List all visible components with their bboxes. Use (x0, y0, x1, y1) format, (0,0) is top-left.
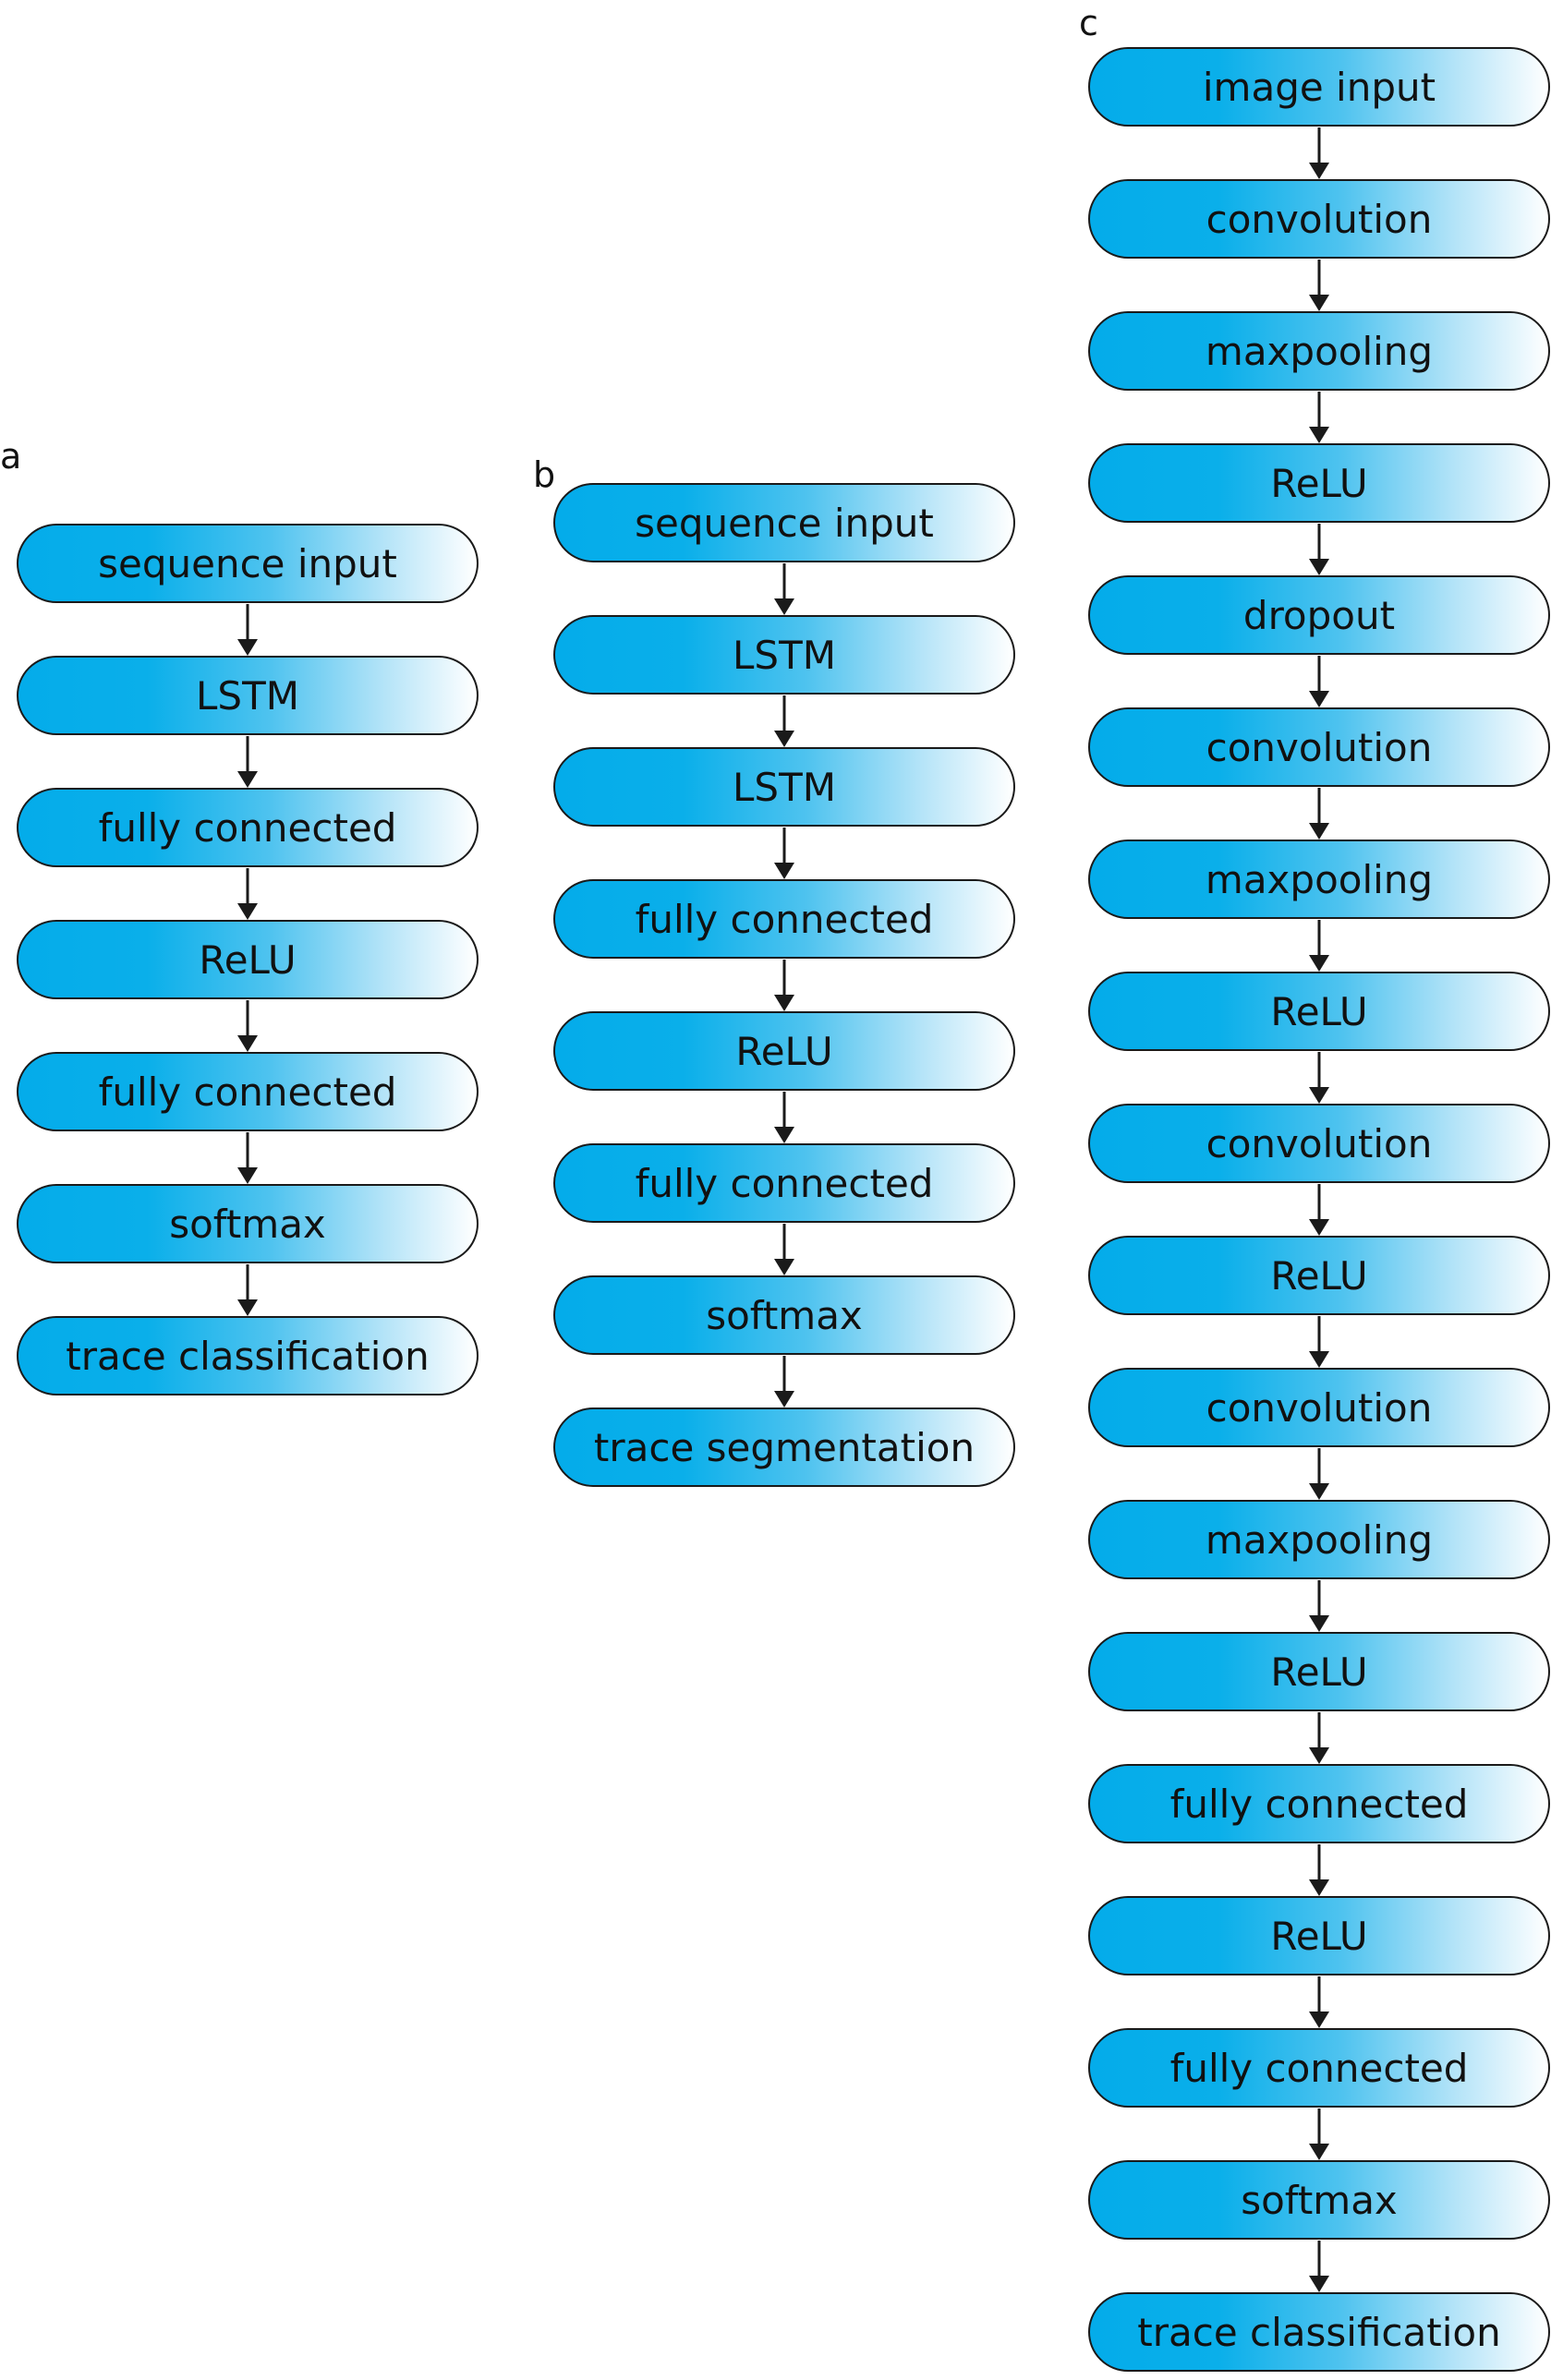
layer-node: trace classification (1088, 2292, 1550, 2372)
layer-node: convolution (1088, 1368, 1550, 1447)
arrow-head (237, 1167, 258, 1184)
arrow-head (1309, 163, 1329, 179)
layer-node: softmax (17, 1184, 479, 1263)
layer-node: convolution (1088, 179, 1550, 259)
arrow-head (1309, 427, 1329, 443)
arrow-head (1309, 1879, 1329, 1896)
arrow-head (1309, 1087, 1329, 1104)
flow-arrow (237, 1000, 258, 1052)
layer-node: softmax (553, 1275, 1015, 1355)
flow-arrow (1309, 1184, 1329, 1236)
flow-arrow (774, 563, 794, 615)
flow-arrow (1309, 127, 1329, 179)
flow-arrow (1309, 260, 1329, 311)
layer-node: LSTM (553, 747, 1015, 827)
flow-arrow (1309, 392, 1329, 443)
layer-node: fully connected (17, 788, 479, 867)
layer-node: ReLU (1088, 1236, 1550, 1315)
layer-node: maxpooling (1088, 840, 1550, 919)
flow-arrow (774, 960, 794, 1011)
layer-node: LSTM (553, 615, 1015, 695)
flow-arrow (1309, 1580, 1329, 1632)
layer-node: dropout (1088, 575, 1550, 655)
panel-label: a (0, 436, 22, 477)
layer-node: ReLU (1088, 972, 1550, 1051)
arrow-head (1309, 1615, 1329, 1632)
arrow-head (1309, 1219, 1329, 1236)
flow-arrow (1309, 656, 1329, 707)
flow-arrow (1309, 788, 1329, 840)
arrow-head (1309, 1747, 1329, 1764)
layer-node: convolution (1088, 707, 1550, 787)
flow-arrow (1309, 1976, 1329, 2028)
arrow-head (1309, 559, 1329, 575)
layer-node: ReLU (1088, 443, 1550, 523)
layer-node: maxpooling (1088, 311, 1550, 391)
flow-arrow (237, 1264, 258, 1316)
flow-arrow (1309, 2108, 1329, 2160)
flow-arrow (1309, 1316, 1329, 1368)
flow-arrow (774, 1356, 794, 1407)
layer-node: trace classification (17, 1316, 479, 1395)
flow-arrow (237, 736, 258, 788)
layer-node: sequence input (17, 524, 479, 603)
arrow-head (237, 639, 258, 656)
arrow-head (1309, 2012, 1329, 2028)
arrow-head (774, 995, 794, 1011)
flow-arrow (774, 828, 794, 879)
layer-node: sequence input (553, 483, 1015, 562)
layer-node: convolution (1088, 1104, 1550, 1183)
layer-node: softmax (1088, 2160, 1550, 2240)
flow-arrow (1309, 524, 1329, 575)
layer-node: trace segmentation (553, 1407, 1015, 1487)
arrow-head (1309, 955, 1329, 972)
flow-arrow (237, 868, 258, 920)
arrow-head (1309, 823, 1329, 840)
arrow-head (774, 1391, 794, 1407)
layer-node: ReLU (1088, 1896, 1550, 1975)
arrow-head (774, 863, 794, 879)
arrow-head (237, 903, 258, 920)
layer-node: ReLU (553, 1011, 1015, 1091)
arrow-head (1309, 295, 1329, 311)
flow-arrow (774, 1092, 794, 1143)
panel-label: c (1079, 3, 1098, 43)
flow-arrow (1309, 920, 1329, 972)
flow-arrow (1309, 1448, 1329, 1500)
arrow-head (774, 731, 794, 747)
layer-node: fully connected (553, 1143, 1015, 1223)
arrow-head (1309, 2144, 1329, 2160)
flow-arrow (1309, 1052, 1329, 1104)
arrow-head (1309, 1351, 1329, 1368)
arrow-head (1309, 691, 1329, 707)
arrow-head (774, 1127, 794, 1143)
layer-node: fully connected (17, 1052, 479, 1131)
flow-arrow (237, 604, 258, 656)
arrow-head (1309, 2276, 1329, 2292)
layer-node: ReLU (17, 920, 479, 999)
arrow-head (774, 598, 794, 615)
flow-arrow (1309, 1844, 1329, 1896)
panel-label: b (533, 454, 556, 495)
arrow-head (774, 1259, 794, 1275)
flow-arrow (237, 1132, 258, 1184)
layer-node: ReLU (1088, 1632, 1550, 1711)
layer-node: maxpooling (1088, 1500, 1550, 1579)
arrow-head (237, 771, 258, 788)
layer-node: fully connected (553, 879, 1015, 959)
layer-node: fully connected (1088, 1764, 1550, 1843)
arrow-head (1309, 1483, 1329, 1500)
flow-arrow (774, 695, 794, 747)
layer-node: LSTM (17, 656, 479, 735)
arrow-head (237, 1299, 258, 1316)
layer-node: fully connected (1088, 2028, 1550, 2108)
arrow-head (237, 1035, 258, 1052)
flow-arrow (1309, 2241, 1329, 2292)
layer-node: image input (1088, 47, 1550, 127)
flow-arrow (774, 1224, 794, 1275)
flow-arrow (1309, 1712, 1329, 1764)
